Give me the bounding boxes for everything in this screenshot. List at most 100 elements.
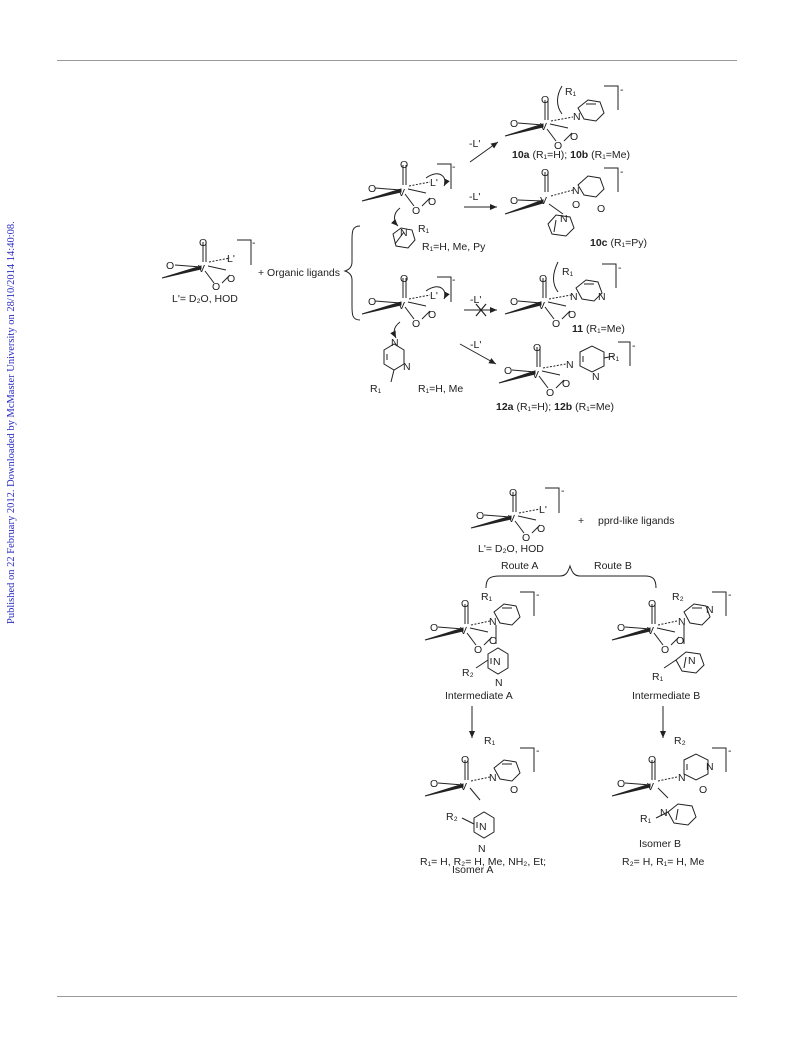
- atom-o: O: [510, 296, 518, 308]
- atom-o: O: [562, 378, 570, 390]
- atom-o: O: [648, 754, 656, 766]
- charge: -: [728, 745, 732, 757]
- atom-o: O: [552, 318, 560, 330]
- atom-v: V: [647, 781, 654, 793]
- atom-o: O: [400, 273, 408, 285]
- intermediate-b-label: Intermediate B: [632, 690, 700, 702]
- atom-n: N: [678, 772, 686, 784]
- atom-o: O: [533, 342, 541, 354]
- charge: -: [536, 589, 540, 601]
- substituent-r2: R₂: [446, 811, 458, 823]
- charge: -: [536, 745, 540, 757]
- charge: -: [452, 161, 456, 173]
- atom-n: N: [706, 604, 714, 616]
- atom-o: O: [474, 644, 482, 656]
- atom-n: N: [570, 291, 578, 303]
- atom-n: N: [688, 655, 696, 667]
- atom-n: N: [495, 677, 503, 689]
- atom-o: O: [212, 281, 220, 293]
- atom-n: N: [478, 843, 486, 855]
- atom-l: L': [430, 177, 438, 189]
- atom-o: O: [368, 296, 376, 308]
- atom-v: V: [198, 263, 205, 275]
- atom-o: O: [648, 598, 656, 610]
- charge: -: [561, 485, 565, 497]
- atom-o: O: [510, 784, 518, 796]
- substituent-r2: R₂: [674, 735, 686, 747]
- atom-o: O: [412, 205, 420, 217]
- pyrimidine-complex: [361, 276, 452, 383]
- atom-o: O: [461, 598, 469, 610]
- substituent-r1: R₁: [565, 86, 577, 98]
- route-a-label: Route A: [501, 560, 538, 572]
- atom-v: V: [460, 625, 467, 637]
- atom-l: L': [227, 253, 235, 265]
- reactant-label-2: L'= D₂O, HOD: [478, 543, 544, 555]
- atom-o: O: [476, 510, 484, 522]
- atom-v: V: [538, 300, 545, 312]
- route-b-label: Route B: [594, 560, 632, 572]
- charge: -: [620, 84, 624, 96]
- charge: -: [252, 237, 256, 249]
- atom-o: O: [510, 195, 518, 207]
- atom-v: V: [532, 369, 539, 381]
- atom-o: O: [504, 365, 512, 377]
- scheme-2: [424, 487, 727, 839]
- atom-o: O: [400, 159, 408, 171]
- charge: -: [620, 166, 624, 178]
- atom-n: N: [493, 656, 501, 668]
- atom-o: O: [554, 140, 562, 152]
- atom-o: O: [461, 754, 469, 766]
- atom-o: O: [597, 203, 605, 215]
- scheme-1-labels: O V O O O L' - L'= D₂O, HOD + Organic li…: [166, 84, 647, 413]
- atom-v: V: [540, 121, 547, 133]
- pprd-ligands-label: pprd-like ligands: [598, 515, 674, 527]
- atom-n: N: [573, 111, 581, 123]
- atom-o: O: [537, 523, 545, 535]
- isomer-b-label: Isomer B: [639, 838, 681, 850]
- atom-o: O: [199, 237, 207, 249]
- atom-o: O: [539, 273, 547, 285]
- atom-n: N: [706, 761, 714, 773]
- product-10c-label: 10c (R₁=Py): [590, 237, 647, 249]
- atom-n: N: [572, 185, 580, 197]
- atom-o: O: [509, 487, 517, 499]
- product-11-label: 11 (R₁=Me): [572, 323, 625, 335]
- reactant-vanadate-complex: [161, 239, 252, 284]
- loss-label: -L': [469, 138, 480, 150]
- substituent-r1: R₁: [484, 735, 496, 747]
- product-12ab-label: 12a (R₁=H); 12b (R₁=Me): [496, 401, 614, 413]
- product-10c: [504, 167, 619, 237]
- pyridine-substituents: R₁=H, Me, Py: [422, 241, 486, 253]
- loss-label: -L': [469, 191, 480, 203]
- atom-v: V: [398, 187, 405, 199]
- substituent-r1: R₁: [418, 223, 430, 235]
- atom-n: N: [400, 227, 408, 239]
- charge: -: [452, 274, 456, 286]
- atom-v: V: [508, 513, 515, 525]
- substituent-r1: R₁: [481, 591, 493, 603]
- charge: -: [618, 262, 622, 274]
- isomer-a-structure: [424, 747, 535, 839]
- atom-o: O: [428, 309, 436, 321]
- loss-label: -L': [470, 294, 481, 306]
- atom-o: O: [510, 118, 518, 130]
- atom-o: O: [522, 532, 530, 544]
- pyrimidine-substituents: R₁=H, Me: [418, 383, 463, 395]
- product-11: [475, 261, 617, 320]
- plus-sign: +: [578, 515, 584, 527]
- atom-o: O: [541, 94, 549, 106]
- intermediate-b-structure: [611, 591, 727, 674]
- substituent-r2: R₂: [462, 667, 474, 679]
- atom-n: N: [566, 359, 574, 371]
- atom-o: O: [617, 778, 625, 790]
- atom-o: O: [617, 622, 625, 634]
- atom-n: N: [489, 772, 497, 784]
- atom-o: O: [570, 131, 578, 143]
- substituent-r1: R₁: [562, 266, 574, 278]
- atom-n: N: [560, 213, 568, 225]
- atom-o: O: [541, 167, 549, 179]
- atom-v: V: [647, 625, 654, 637]
- atom-v: V: [540, 195, 547, 207]
